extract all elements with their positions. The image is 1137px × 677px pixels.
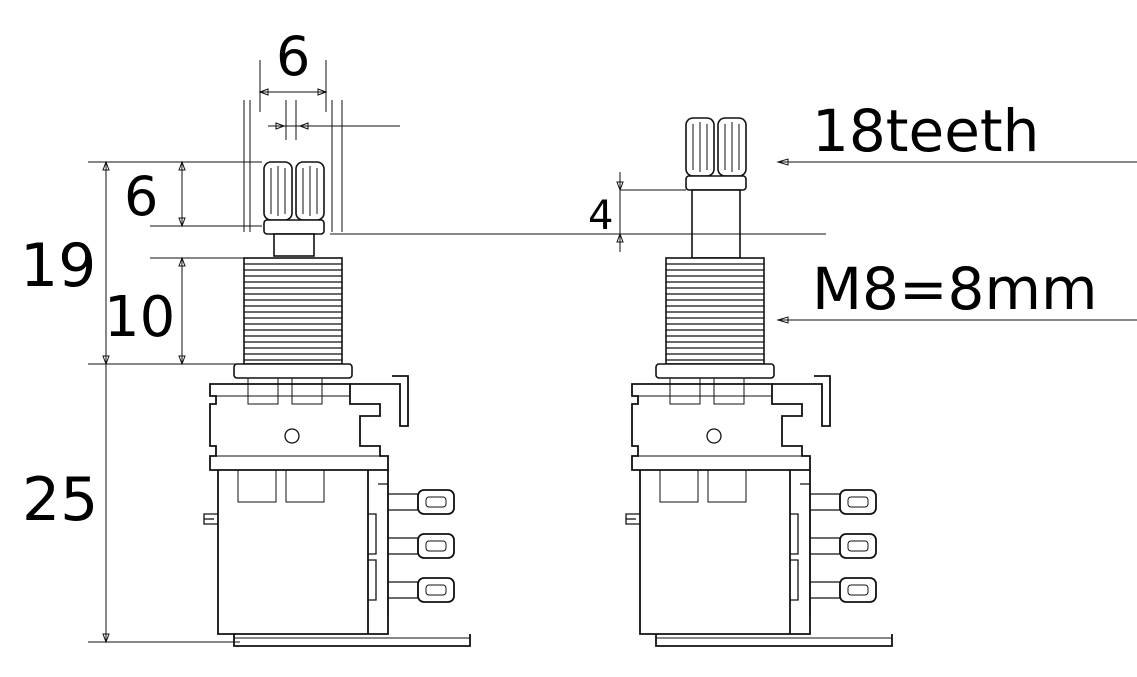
bushing-height-label: 10 <box>104 285 176 350</box>
spacer-height-label: 4 <box>588 193 614 239</box>
total-height-label: 19 <box>20 231 97 301</box>
shaft-width-label: 6 <box>276 25 311 88</box>
right-pot <box>625 117 893 647</box>
teeth-count-label: 18teeth <box>812 97 1040 165</box>
left-pot <box>203 161 471 647</box>
thread-size-label: M8=8mm <box>812 255 1098 323</box>
knurl-height-label: 6 <box>124 165 159 228</box>
body-height-label: 25 <box>22 465 99 535</box>
